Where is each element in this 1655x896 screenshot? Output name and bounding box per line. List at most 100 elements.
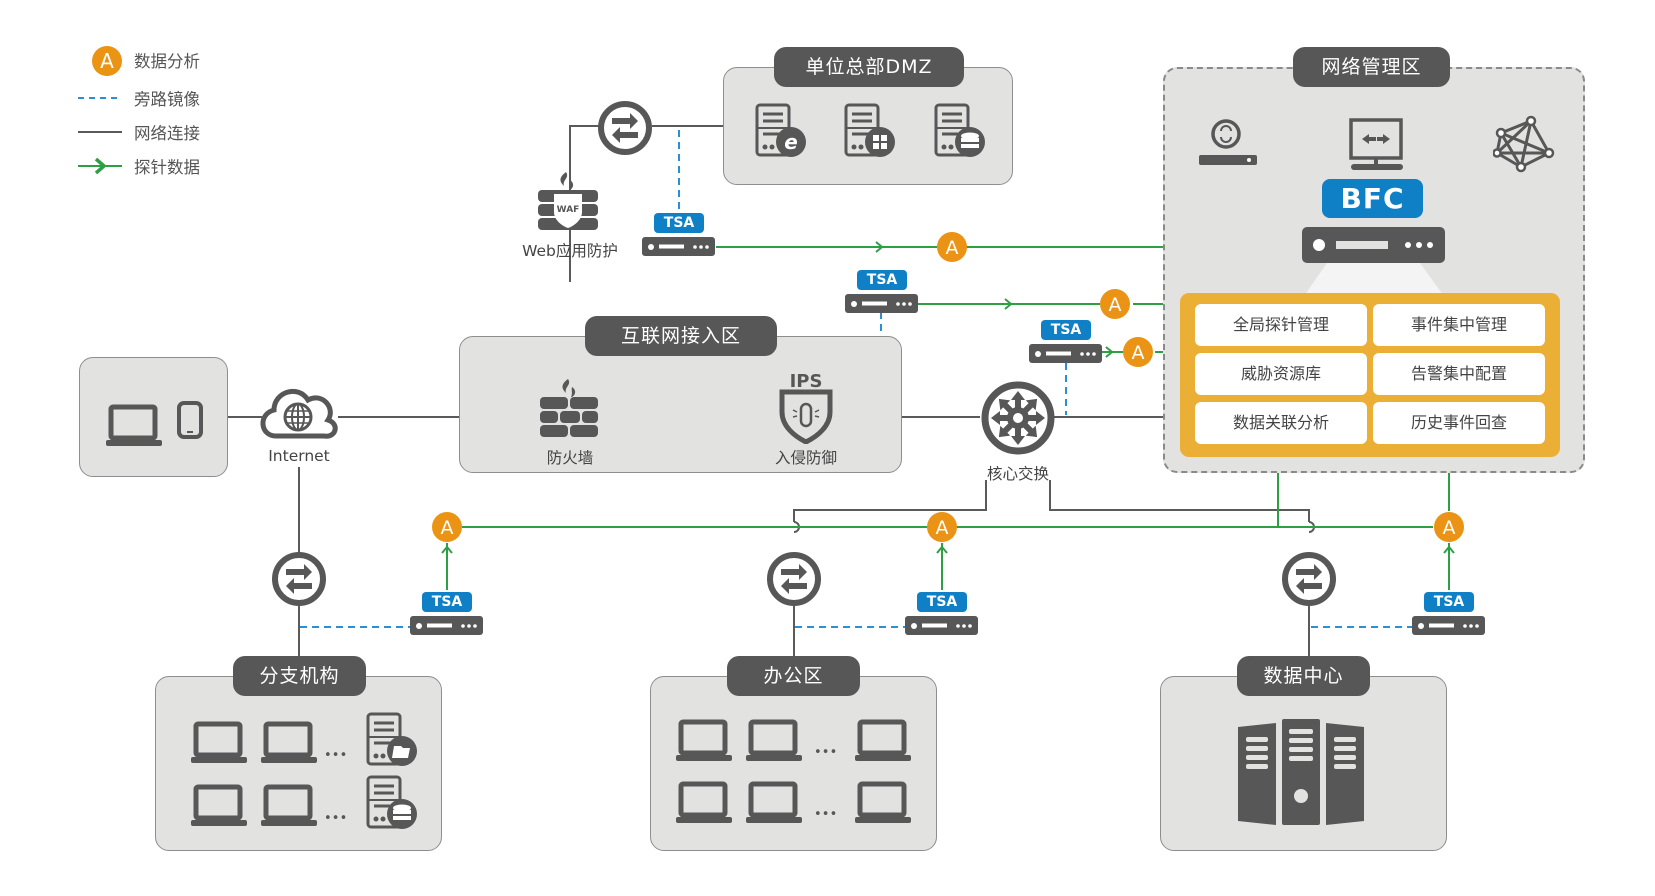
waf-badge-text: WAF bbox=[557, 205, 580, 215]
laptop-icon bbox=[676, 784, 732, 823]
management-zone-title: 网络管理区 bbox=[1293, 47, 1450, 87]
analysis-node-office[interactable]: A bbox=[926, 511, 958, 543]
analysis-node-datacenter[interactable]: A bbox=[1433, 511, 1465, 543]
legend-item-mirror: 旁路镜像 bbox=[78, 84, 278, 112]
bfc-badge: BFC bbox=[1322, 179, 1423, 218]
tsa-probe-internet-access[interactable]: TSA bbox=[845, 270, 923, 314]
tsa-device-icon bbox=[410, 616, 483, 635]
tsa-badge: TSA bbox=[1041, 320, 1091, 340]
office-switch-icon[interactable] bbox=[765, 550, 823, 608]
tsa-badge: TSA bbox=[857, 270, 907, 290]
office-zone: • • • • • • bbox=[650, 676, 937, 851]
legend-label: 数据分析 bbox=[134, 52, 200, 71]
internet-cloud-icon[interactable] bbox=[256, 380, 342, 444]
probe-arrow bbox=[875, 241, 884, 253]
internet-label: Internet bbox=[268, 447, 330, 465]
legend-label: 网络连接 bbox=[134, 124, 200, 143]
tsa-badge: TSA bbox=[654, 213, 704, 233]
laptop-icon bbox=[191, 724, 247, 763]
analysis-node-core[interactable]: A bbox=[1122, 336, 1154, 368]
link-core-office bbox=[793, 480, 987, 522]
mesh-network-icon bbox=[1493, 115, 1555, 173]
analysis-node-label: A bbox=[1109, 294, 1122, 316]
analysis-node-internet-access[interactable]: A bbox=[1099, 288, 1131, 320]
analysis-node-label: A bbox=[936, 517, 949, 539]
office-zone-title: 办公区 bbox=[727, 656, 860, 696]
datacenter-zone-title: 数据中心 bbox=[1237, 656, 1370, 696]
bfc-feature-panel: 全局探针管理 事件集中管理 威胁资源库 告警集中配置 数据关联分析 历史事件回查 bbox=[1180, 293, 1560, 457]
branch-devices bbox=[156, 712, 417, 829]
feature-alert-config[interactable]: 告警集中配置 bbox=[1373, 353, 1545, 395]
ellipsis: • • • bbox=[814, 745, 837, 760]
ellipsis: • • • bbox=[324, 748, 347, 763]
database-server-icon bbox=[366, 775, 417, 829]
tablet-icon bbox=[177, 401, 203, 439]
tsa-device-icon bbox=[905, 616, 978, 635]
core-switch-label: 核心交换 bbox=[986, 465, 1049, 483]
dmz-switch-icon[interactable] bbox=[596, 99, 654, 157]
laptop-icon bbox=[261, 724, 317, 763]
legend-label: 旁路镜像 bbox=[134, 90, 200, 109]
tsa-device-icon bbox=[642, 237, 715, 256]
svg-text:e: e bbox=[784, 130, 798, 154]
solid-gray-line-icon bbox=[78, 131, 122, 133]
tsa-probe-branch[interactable]: TSA bbox=[410, 592, 488, 636]
branch-switch-icon[interactable] bbox=[270, 550, 328, 608]
probe-arrow bbox=[1004, 298, 1013, 310]
internet-access-zone-title: 互联网接入区 bbox=[585, 316, 777, 356]
laptop-icon bbox=[676, 722, 732, 761]
tsa-probe-dmz[interactable]: TSA bbox=[642, 213, 720, 257]
office-devices bbox=[651, 677, 938, 852]
feature-threat-library[interactable]: 威胁资源库 bbox=[1195, 353, 1367, 395]
legend-item-network: 网络连接 bbox=[78, 118, 278, 146]
management-console-icon bbox=[1349, 118, 1403, 170]
tsa-probe-office[interactable]: TSA bbox=[905, 592, 983, 636]
server-rack-icon bbox=[1238, 719, 1364, 825]
datacenter-zone bbox=[1160, 676, 1447, 851]
tsa-probe-datacenter[interactable]: TSA bbox=[1412, 592, 1490, 636]
waf-icon[interactable]: WAF bbox=[536, 170, 600, 234]
legend-item-probe: 探针数据 bbox=[78, 152, 278, 180]
laptop-icon bbox=[855, 722, 911, 761]
bfc-device-icon bbox=[1302, 227, 1446, 299]
feature-event-management[interactable]: 事件集中管理 bbox=[1373, 304, 1545, 346]
analysis-badge-icon: A bbox=[92, 46, 122, 76]
probe-device-icon bbox=[1199, 119, 1257, 165]
core-switch-icon[interactable] bbox=[980, 380, 1056, 456]
analysis-badge-text: A bbox=[100, 49, 114, 73]
tsa-device-icon bbox=[1412, 616, 1485, 635]
tsa-badge: TSA bbox=[917, 592, 967, 612]
ips-shield-icon[interactable]: IPS bbox=[776, 370, 836, 444]
ips-badge-text: IPS bbox=[790, 371, 823, 392]
analysis-node-label: A bbox=[441, 517, 454, 539]
analysis-node-label: A bbox=[946, 237, 959, 259]
web-server-icon: e bbox=[755, 103, 806, 157]
waf-label: Web应用防护 bbox=[522, 242, 618, 260]
branch-zone-title: 分支机构 bbox=[233, 656, 366, 696]
laptop-icon bbox=[746, 784, 802, 823]
ellipsis: • • • bbox=[814, 807, 837, 822]
tsa-probe-core[interactable]: TSA bbox=[1029, 320, 1107, 364]
dashed-blue-line-icon bbox=[78, 97, 122, 99]
legend-item-analysis: A 数据分析 bbox=[78, 46, 278, 76]
legend-label: 探针数据 bbox=[134, 158, 200, 177]
feature-event-history[interactable]: 历史事件回查 bbox=[1373, 402, 1545, 444]
branch-zone: • • • • • • bbox=[155, 676, 442, 851]
link-core-datacenter bbox=[1049, 480, 1310, 522]
dmz-zone-title: 单位总部DMZ bbox=[774, 47, 964, 87]
laptop-icon bbox=[746, 722, 802, 761]
windows-server-icon bbox=[844, 103, 895, 157]
ellipsis: • • • bbox=[324, 811, 347, 826]
analysis-node-label: A bbox=[1132, 342, 1145, 364]
firewall-icon[interactable] bbox=[538, 377, 602, 441]
probe-arrow bbox=[1105, 346, 1114, 358]
user-devices-zone bbox=[79, 357, 228, 477]
datacenter-switch-icon[interactable] bbox=[1280, 550, 1338, 608]
feature-global-probe-management[interactable]: 全局探针管理 bbox=[1195, 304, 1367, 346]
analysis-node-dmz[interactable]: A bbox=[936, 231, 968, 263]
dmz-servers: e bbox=[755, 103, 985, 157]
laptop-icon bbox=[261, 787, 317, 826]
analysis-node-branch[interactable]: A bbox=[431, 511, 463, 543]
feature-data-correlation[interactable]: 数据关联分析 bbox=[1195, 402, 1367, 444]
tsa-device-icon bbox=[845, 294, 918, 313]
